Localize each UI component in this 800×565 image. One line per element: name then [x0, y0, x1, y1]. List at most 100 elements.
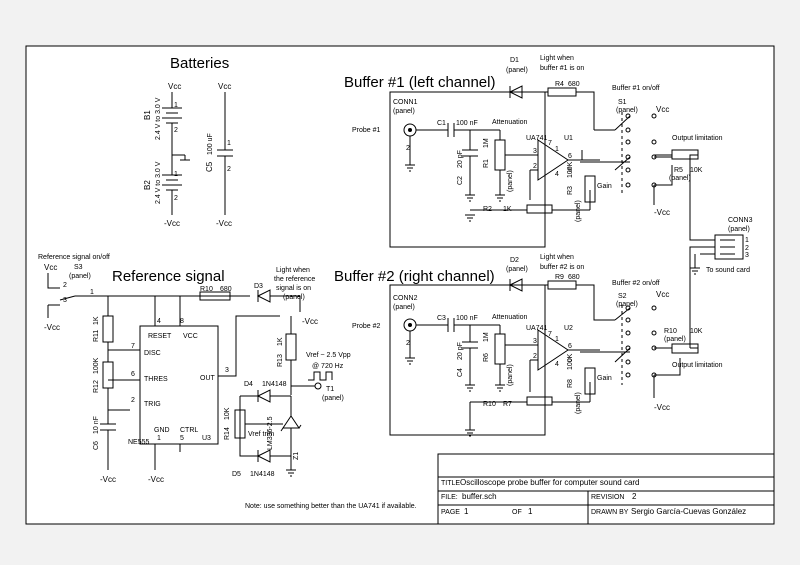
schematic-label: (panel)	[616, 107, 638, 114]
gain1-label: Gain	[597, 183, 612, 190]
c4-label: C4	[457, 368, 464, 377]
schematic-label: (panel)	[669, 175, 691, 182]
schematic-label: -Vcc	[100, 475, 116, 484]
r4-label: R4	[555, 81, 564, 88]
title-value: Oscilloscope probe buffer for computer s…	[460, 478, 640, 487]
schematic-label: Vcc	[656, 105, 669, 114]
c5-value: 100 uF	[207, 133, 214, 155]
note-text: Note: use something better than the UA74…	[245, 503, 417, 510]
schematic-label: -Vcc	[216, 219, 232, 228]
c4-value: 20 pF	[457, 342, 464, 360]
schematic-label: the reference	[274, 276, 315, 283]
schematic-label: DISC	[144, 350, 161, 357]
c3-value: 100 nF	[456, 315, 478, 322]
t1-label: T1	[326, 386, 334, 393]
r4-value: 680	[568, 81, 580, 88]
r1-label: R1	[483, 159, 490, 168]
r8-label: R8	[567, 379, 574, 388]
schematic-label: 1	[174, 102, 178, 109]
r13-value: 1K	[277, 337, 284, 346]
schematic-label: buffer #1 is on	[540, 65, 584, 72]
r3-value: 100K	[567, 161, 574, 178]
schematic-label: -Vcc	[302, 317, 318, 326]
r6-value: 1M	[483, 332, 490, 342]
file-value: buffer.sch	[462, 492, 497, 501]
d4-value: 1N4148	[262, 381, 287, 388]
schematic-label: 2	[533, 353, 537, 360]
schematic-label: (panel)	[616, 301, 638, 308]
s1-switch-label: Buffer #1 on/off	[612, 85, 660, 92]
schematic-label: 1	[745, 237, 749, 244]
of-value: 1	[528, 507, 533, 516]
b2-value: 2.4 V to 3.0 V	[155, 161, 162, 204]
attenuation1-label: Attenuation	[492, 119, 528, 126]
d1-label: D1	[510, 57, 519, 64]
schematic-label: 2	[227, 166, 231, 173]
conn1-label: CONN1	[393, 99, 418, 106]
page-value: 1	[464, 507, 469, 516]
b2-label: B2	[143, 180, 152, 190]
schematic-label: -Vcc	[44, 323, 60, 332]
schematic-label: 2	[406, 340, 410, 347]
u1-label: U1	[564, 135, 573, 142]
schematic-label: (panel)	[575, 200, 582, 222]
schematic-label: 5	[568, 167, 572, 174]
schematic-label: 1	[555, 336, 559, 343]
schematic-label: (panel)	[507, 364, 514, 386]
u1-opamp-label: UA741	[526, 135, 548, 142]
c6-label: C6	[93, 441, 100, 450]
schematic-label: -Vcc	[654, 403, 670, 412]
schematic-label: (panel)	[393, 304, 415, 311]
schematic-label: -Vcc	[654, 208, 670, 217]
s3-label: S3	[74, 264, 83, 271]
schematic-label: 5	[180, 435, 184, 442]
r3-label: R3	[567, 186, 574, 195]
conn3-label: CONN3	[728, 217, 753, 224]
r9-value: 680	[568, 274, 580, 281]
revision-label: REVISION	[591, 494, 624, 501]
d1-light-note: Light when	[540, 55, 574, 62]
title-label: TITLE	[441, 480, 460, 487]
c5-label: C5	[205, 161, 214, 172]
d3-light-note: Light when	[276, 267, 310, 274]
r5-label: R5	[674, 167, 683, 174]
schematic-label: 6	[568, 153, 572, 160]
buffer1-title: Buffer #1 (left channel)	[344, 74, 495, 91]
b-nvcc-label: -Vcc	[164, 219, 180, 228]
schematic-label: (panel)	[664, 336, 686, 343]
c6-value: 10 nF	[93, 416, 100, 434]
conn3-connector: CONN3 (panel) 1 2 3 To sound card	[689, 217, 753, 348]
c2-value: 20 pF	[457, 150, 464, 168]
u2-opamp-label: UA741	[526, 325, 548, 332]
schematic-label: 2	[745, 245, 749, 252]
r12-label: R12	[93, 380, 100, 393]
schematic-label: RESET	[148, 333, 172, 340]
schematic-label: 6	[131, 371, 135, 378]
z1-value: LM336-2.5	[267, 416, 274, 450]
r9-label: R9	[555, 274, 564, 281]
batteries-title: Batteries	[170, 55, 229, 72]
page-label: PAGE	[441, 509, 460, 516]
r6-label: R6	[483, 353, 490, 362]
schematic-label: TRIG	[144, 401, 161, 408]
schematic-label: Vcc	[656, 290, 669, 299]
s2-label: S2	[618, 293, 627, 300]
schematic-label: 2	[131, 397, 135, 404]
schematic-label: THRES	[144, 376, 168, 383]
schematic-label: 7	[548, 331, 552, 338]
d5-value: 1N4148	[250, 471, 275, 478]
r13-label: R13	[277, 354, 284, 367]
r14-value: 10K	[224, 407, 231, 420]
probe2-label: Probe #2	[352, 323, 381, 330]
file-label: FILE:	[441, 494, 458, 501]
vref-trim-label: Vref trim	[248, 431, 274, 438]
conn2-label: CONN2	[393, 295, 418, 302]
schematic-label: (panel)	[393, 108, 415, 115]
schematic-label: 3	[225, 367, 229, 374]
output-limit1-label: Output limitation	[672, 135, 723, 142]
schematic-label: 2	[63, 282, 67, 289]
schematic-label: (panel)	[69, 273, 91, 280]
b1-label: B1	[143, 110, 152, 120]
schematic-label: 2	[406, 145, 410, 152]
